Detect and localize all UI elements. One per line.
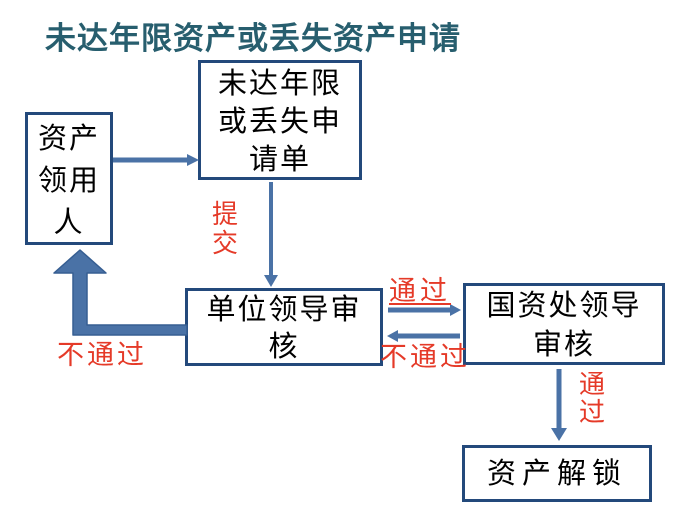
edge-label-pass-to-gzc: 通过 — [389, 276, 451, 307]
arrow-fail-up-elbow — [53, 249, 188, 336]
arrow-pass-down — [551, 369, 567, 441]
edge-label-fail-to-applicant: 不通过 — [57, 340, 147, 371]
arrow-applicant-to-application — [113, 154, 199, 166]
node-unit-leader-review: 单位领导审 核 — [185, 288, 383, 366]
node-asset-unlock: 资产解锁 — [462, 445, 652, 502]
edge-label-fail-to-unit: 不通过 — [380, 342, 470, 373]
diagram-title: 未达年限资产或丢失资产申请 — [45, 21, 461, 56]
arrow-fail-left — [387, 330, 460, 342]
node-state-asset-office-review: 国资处领导 审核 — [463, 283, 665, 365]
edge-label-submit: 提交 — [212, 200, 241, 259]
node-asset-user: 资产 领用 人 — [25, 112, 113, 245]
arrow-submit-down — [264, 182, 278, 287]
node-application-form: 未达年限 或丢失申 请单 — [198, 60, 362, 180]
arrow-pass-right — [388, 304, 461, 316]
edge-label-pass-to-unlock: 通过 — [579, 370, 608, 428]
